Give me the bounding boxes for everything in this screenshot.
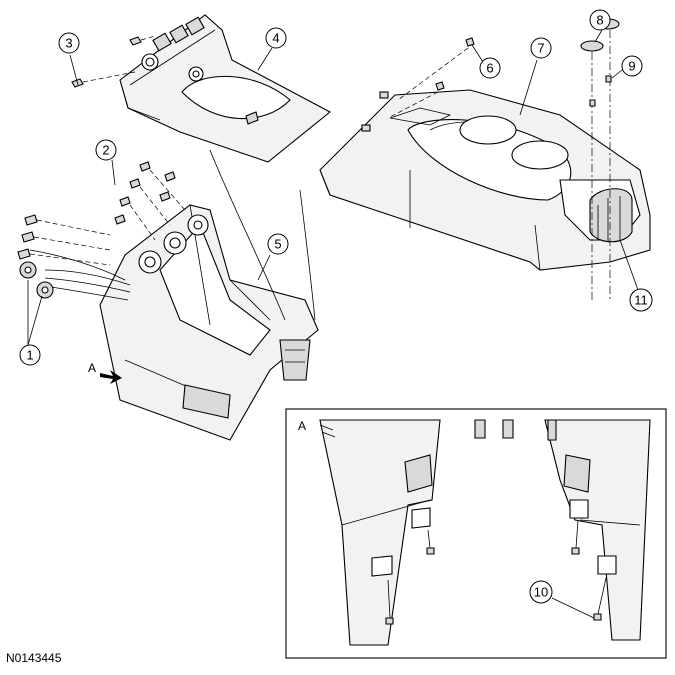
- callout-number: 5: [274, 237, 281, 252]
- callout-5: 5: [267, 233, 289, 255]
- screw-part-9: [589, 75, 612, 107]
- inset-a-label: A: [298, 419, 306, 433]
- detail-inset-a: A: [285, 408, 667, 659]
- callout-2: 2: [95, 139, 117, 161]
- upper-trim-bezel: [119, 14, 331, 163]
- callout-leaders: [27, 29, 639, 619]
- screws-part-6: [387, 37, 475, 119]
- callout-number: 9: [628, 59, 635, 74]
- callout-4: 4: [265, 27, 287, 49]
- callout-10: 10: [529, 580, 553, 604]
- clips-part-2: [17, 161, 186, 266]
- callout-number: 4: [272, 31, 279, 46]
- cup-holder-insert: [589, 188, 633, 243]
- callout-number: 1: [26, 348, 33, 363]
- callout-3: 3: [58, 32, 80, 54]
- callout-number: 2: [102, 143, 109, 158]
- view-a-label: A: [88, 361, 96, 375]
- climate-control-knobs: [138, 214, 209, 274]
- callout-8: 8: [589, 9, 611, 31]
- knob-part-1: [19, 261, 54, 299]
- callout-number: 8: [596, 13, 603, 28]
- wiring-harness: [29, 149, 316, 321]
- view-a-arrow: A: [88, 361, 122, 384]
- floor-console-body: [319, 89, 651, 271]
- callout-number: 11: [634, 293, 648, 308]
- fasteners-part-3: [71, 35, 156, 88]
- callout-number: 3: [65, 36, 72, 51]
- callout-number: 6: [486, 61, 493, 76]
- callout-number: 7: [537, 41, 544, 56]
- callout-7: 7: [530, 37, 552, 59]
- callout-6: 6: [479, 57, 501, 79]
- callout-number: 10: [534, 585, 548, 600]
- figure-id: N0143445: [6, 651, 62, 665]
- callout-11: 11: [629, 288, 653, 312]
- callout-9: 9: [621, 55, 643, 77]
- callout-1: 1: [19, 344, 41, 366]
